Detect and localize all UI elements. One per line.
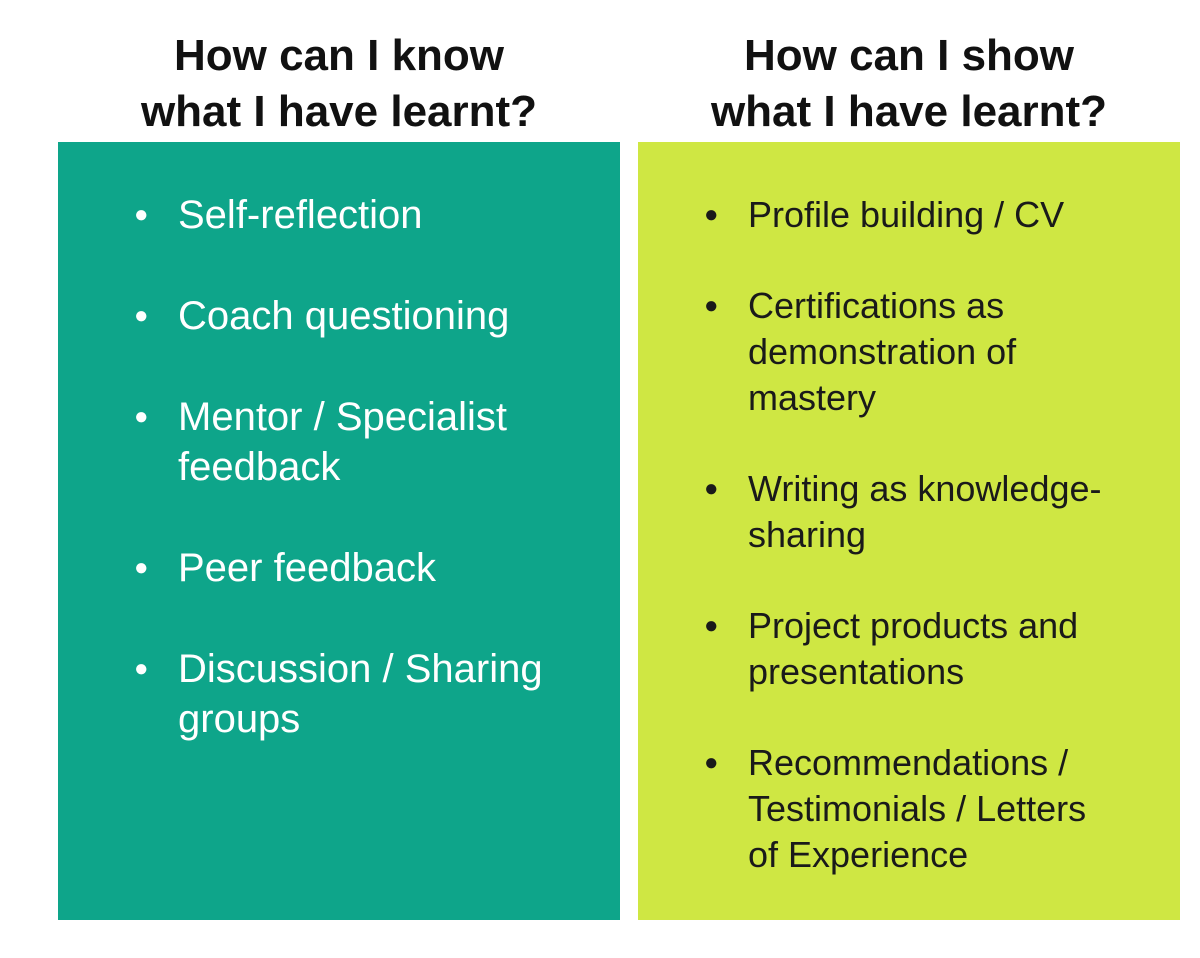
list-item: ● Certifications as demonstration of mas…	[638, 283, 1180, 421]
list-item: ● Profile building / CV	[638, 192, 1180, 238]
list-item: ● Project products and presentations	[638, 603, 1180, 695]
right-column-heading: How can I show what I have learnt?	[638, 28, 1180, 140]
list-item: ● Recommendations / Testimonials / Lette…	[638, 740, 1180, 878]
bullet-icon: ●	[704, 475, 719, 502]
list-item-text: Project products and presentations	[748, 603, 1180, 695]
list-item-line: groups	[178, 697, 301, 741]
list-item-line: Profile building / CV	[748, 194, 1065, 235]
list-item-line: Discussion / Sharing	[178, 647, 543, 691]
right-heading-line-1: How can I show	[743, 31, 1075, 80]
list-item-text: Writing as knowledge- sharing	[748, 466, 1180, 558]
list-item: ● Self-reflection	[58, 190, 620, 240]
list-item-line: presentations	[748, 651, 965, 692]
bullet-icon: ●	[704, 201, 719, 228]
list-item-line: demonstration of	[748, 331, 1017, 372]
list-item: ● Mentor / Specialist feedback	[58, 392, 620, 492]
bullet-icon: ●	[134, 302, 149, 329]
list-item-line: Testimonials / Letters	[748, 788, 1087, 829]
bullet-icon: ●	[134, 554, 149, 581]
bullet-icon: ●	[134, 655, 149, 682]
right-heading-line-2: what I have learnt?	[710, 87, 1108, 136]
list-item-text: Certifications as demonstration of maste…	[748, 283, 1180, 421]
left-heading-line-1: How can I know	[173, 31, 505, 80]
list-item: ● Coach questioning	[58, 291, 620, 341]
list-item-text: Mentor / Specialist feedback	[178, 392, 620, 492]
list-item-line: Certifications as	[748, 285, 1005, 326]
list-item-line: sharing	[748, 514, 867, 555]
know-learning-panel: ● Self-reflection ● Coach questioning ● …	[58, 142, 620, 920]
list-item-line: Coach questioning	[178, 294, 510, 338]
list-item-line: Project products and	[748, 605, 1079, 646]
list-item-text: Coach questioning	[178, 291, 620, 341]
left-column-heading: How can I know what I have learnt?	[58, 28, 620, 140]
list-item-text: Self-reflection	[178, 190, 620, 240]
list-item-line: Recommendations /	[748, 742, 1069, 783]
bullet-icon: ●	[704, 292, 719, 319]
list-item-text: Recommendations / Testimonials / Letters…	[748, 740, 1180, 878]
show-learning-panel: ● Profile building / CV ● Certifications…	[638, 142, 1180, 920]
bullet-icon: ●	[704, 749, 719, 776]
list-item: ● Discussion / Sharing groups	[58, 644, 620, 744]
list-item: ● Peer feedback	[58, 543, 620, 593]
list-item: ● Writing as knowledge- sharing	[638, 466, 1180, 558]
list-item-line: Writing as knowledge-	[748, 468, 1102, 509]
bullet-icon: ●	[134, 201, 149, 228]
show-learning-list: ● Profile building / CV ● Certifications…	[638, 142, 1180, 878]
list-item-line: Mentor / Specialist	[178, 395, 508, 439]
bullet-icon: ●	[704, 612, 719, 639]
list-item-line: feedback	[178, 445, 341, 489]
list-item-line: mastery	[748, 377, 877, 418]
bullet-icon: ●	[134, 403, 149, 430]
list-item-text: Profile building / CV	[748, 192, 1180, 238]
list-item-line: of Experience	[748, 834, 969, 875]
left-heading-line-2: what I have learnt?	[140, 87, 538, 136]
list-item-text: Peer feedback	[178, 543, 620, 593]
know-learning-list: ● Self-reflection ● Coach questioning ● …	[58, 142, 620, 744]
list-item-text: Discussion / Sharing groups	[178, 644, 620, 744]
list-item-line: Self-reflection	[178, 193, 423, 237]
list-item-line: Peer feedback	[178, 546, 436, 590]
